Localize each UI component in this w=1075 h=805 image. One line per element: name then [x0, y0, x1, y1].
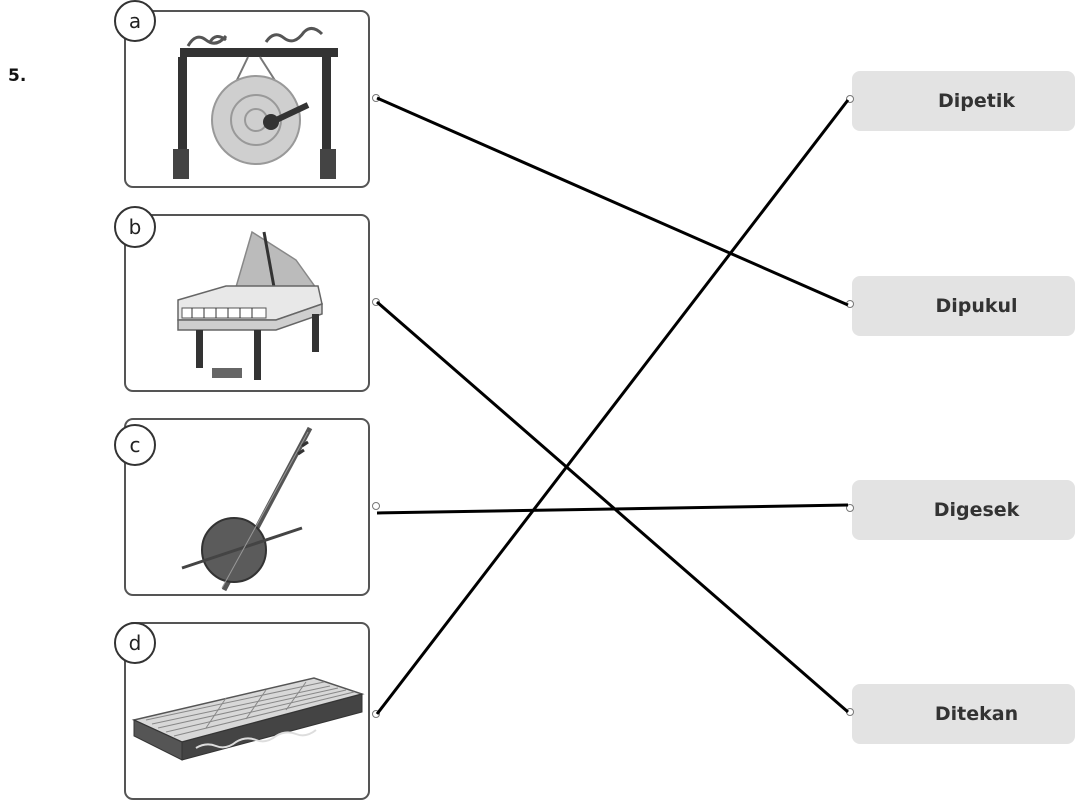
item-letter: c	[114, 424, 156, 466]
grand-piano-icon	[177, 230, 323, 380]
item-letter: b	[114, 206, 156, 248]
item-connector-d[interactable]	[372, 710, 380, 718]
item-card-b[interactable]: b	[114, 206, 370, 392]
bowed-lute-icon	[181, 426, 313, 592]
answer-dipukul[interactable]: Dipukul	[852, 276, 1075, 336]
item-card-a[interactable]: a	[114, 0, 370, 188]
answer-digesek[interactable]: Digesek	[852, 480, 1075, 540]
match-line-d-dipetik	[375, 99, 850, 715]
item-card-d[interactable]: d	[114, 622, 370, 800]
zither-icon	[131, 677, 365, 761]
question-number: 5.	[8, 66, 27, 86]
match-line-c-digesek	[376, 503, 849, 515]
gong-icon	[173, 27, 338, 179]
item-connector-c[interactable]	[372, 502, 380, 510]
match-line-b-ditekan	[376, 300, 849, 714]
item-letter: a	[114, 0, 156, 42]
answer-dipetik[interactable]: Dipetik	[852, 71, 1075, 131]
answer-connector-digesek[interactable]	[846, 504, 854, 512]
item-card-c[interactable]: c	[114, 418, 370, 596]
answer-ditekan[interactable]: Ditekan	[852, 684, 1075, 744]
item-letter: d	[114, 622, 156, 664]
answer-connector-dipetik[interactable]	[846, 95, 854, 103]
match-line-a-dipukul	[376, 96, 849, 307]
item-connector-b[interactable]	[372, 298, 380, 306]
